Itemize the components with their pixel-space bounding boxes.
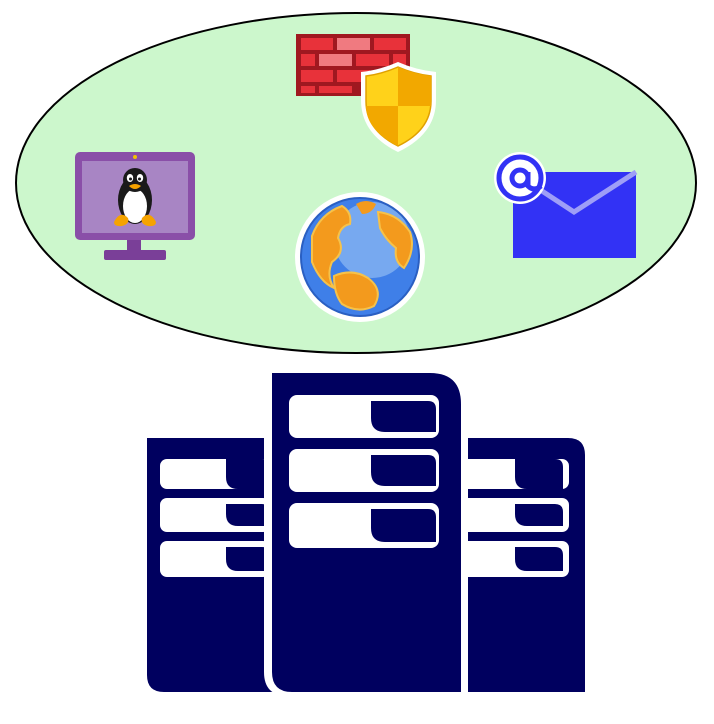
linux-monitor-icon [75, 152, 195, 260]
email-icon [494, 152, 638, 258]
server-center-slot [289, 503, 439, 548]
server-left [147, 438, 280, 692]
server-center [264, 368, 468, 696]
globe-icon [295, 192, 425, 322]
server-left-slot [160, 459, 270, 489]
server-left-slot [160, 498, 270, 532]
server-center-slot [289, 395, 439, 438]
network-cloud [15, 12, 697, 354]
server-right [440, 438, 585, 692]
server-right-slot [455, 541, 569, 577]
at-sign-icon [494, 152, 546, 204]
server-center-slot [289, 449, 439, 492]
server-rack-group [147, 368, 585, 696]
tux-penguin-icon [114, 168, 156, 227]
server-right-slot [455, 459, 569, 489]
firewall-icon [296, 34, 436, 152]
server-right-slot [455, 498, 569, 532]
server-left-slot [160, 541, 270, 577]
